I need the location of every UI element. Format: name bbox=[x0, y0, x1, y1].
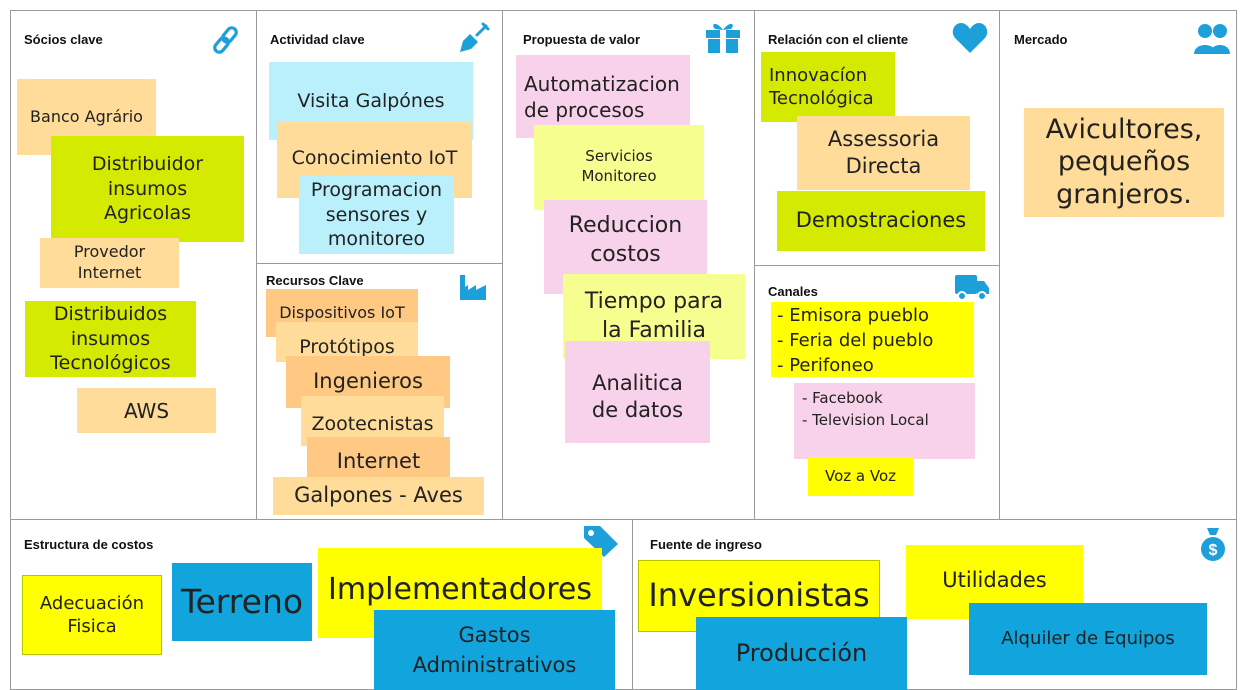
note-servicios-monitoreo: Servicios Monitoreo bbox=[534, 125, 704, 210]
note-voz-a-voz: Voz a Voz bbox=[808, 457, 913, 496]
mercado-section bbox=[999, 10, 1237, 520]
gift-icon bbox=[706, 23, 740, 53]
note-programacion-sensores: Programacion sensores y monitoreo bbox=[299, 176, 454, 254]
money-bag-icon: $ bbox=[1201, 528, 1225, 561]
canal-facebook: - Facebook bbox=[802, 389, 883, 407]
canales-list-secondary: - Facebook - Television Local bbox=[794, 383, 975, 459]
note-analitica-datos: Analitica de datos bbox=[565, 341, 710, 443]
tags-icon bbox=[584, 526, 618, 557]
canal-emisora-pueblo: - Emisora pueblo bbox=[777, 305, 930, 326]
canal-feria-pueblo: - Feria del pueblo bbox=[777, 330, 934, 351]
actividad-clave-title: Actividad clave bbox=[270, 32, 365, 47]
note-demostraciones: Demostraciones bbox=[777, 191, 985, 251]
canales-title: Canales bbox=[768, 284, 818, 299]
note-gastos-administrativos: Gastos Administrativos bbox=[374, 610, 615, 690]
note-avicultores: Avicultores, pequeños granjeros. bbox=[1024, 108, 1224, 217]
note-prototipos: Protótipos bbox=[276, 322, 418, 362]
users-icon bbox=[1194, 24, 1230, 54]
factory-icon bbox=[460, 275, 486, 300]
canal-television-local: - Television Local bbox=[802, 411, 929, 429]
shovel-icon bbox=[460, 22, 490, 52]
socios-clave-title: Sócios clave bbox=[24, 32, 103, 47]
note-zootecnistas: Zootecnistas bbox=[301, 396, 444, 446]
note-adecuacion-fisica: Adecuación Fisica bbox=[22, 575, 162, 655]
note-assessoria-directa: Assessoria Directa bbox=[797, 116, 970, 190]
note-terreno: Terreno bbox=[172, 563, 312, 641]
recursos-clave-title: Recursos Clave bbox=[266, 273, 364, 288]
note-provedor-internet: Provedor Internet bbox=[40, 238, 179, 288]
heart-icon bbox=[952, 23, 988, 53]
note-automatizacion-procesos: Automatizacion de procesos bbox=[516, 55, 690, 138]
mercado-title: Mercado bbox=[1014, 32, 1068, 47]
note-produccion: Producción bbox=[696, 617, 907, 690]
propuesta-valor-title: Propuesta de valor bbox=[523, 32, 641, 47]
note-innovacion-tecnologica: Innovacíon Tecnológica bbox=[761, 52, 895, 122]
note-aws: AWS bbox=[77, 388, 216, 433]
note-galpones-aves: Galpones - Aves bbox=[273, 477, 484, 515]
estructura-costos-title: Estructura de costos bbox=[24, 537, 154, 552]
svg-text:$: $ bbox=[1209, 542, 1218, 559]
relacion-cliente-title: Relación con el cliente bbox=[768, 32, 909, 47]
fuente-ingreso-title: Fuente de ingreso bbox=[650, 537, 762, 552]
truck-icon bbox=[955, 275, 989, 301]
canal-perifoneo: - Perifoneo bbox=[777, 355, 874, 376]
note-alquiler-equipos: Alquiler de Equipos bbox=[969, 603, 1207, 675]
note-distribuidor-insumos-agricolas: Distribuidor insumos Agricolas bbox=[51, 136, 244, 242]
link-icon bbox=[213, 26, 238, 54]
note-distribuidos-insumos-tecnologicos: Distribuidos insumos Tecnológicos bbox=[25, 301, 196, 377]
canales-list-primary: - Emisora pueblo - Feria del pueblo - Pe… bbox=[771, 302, 974, 377]
